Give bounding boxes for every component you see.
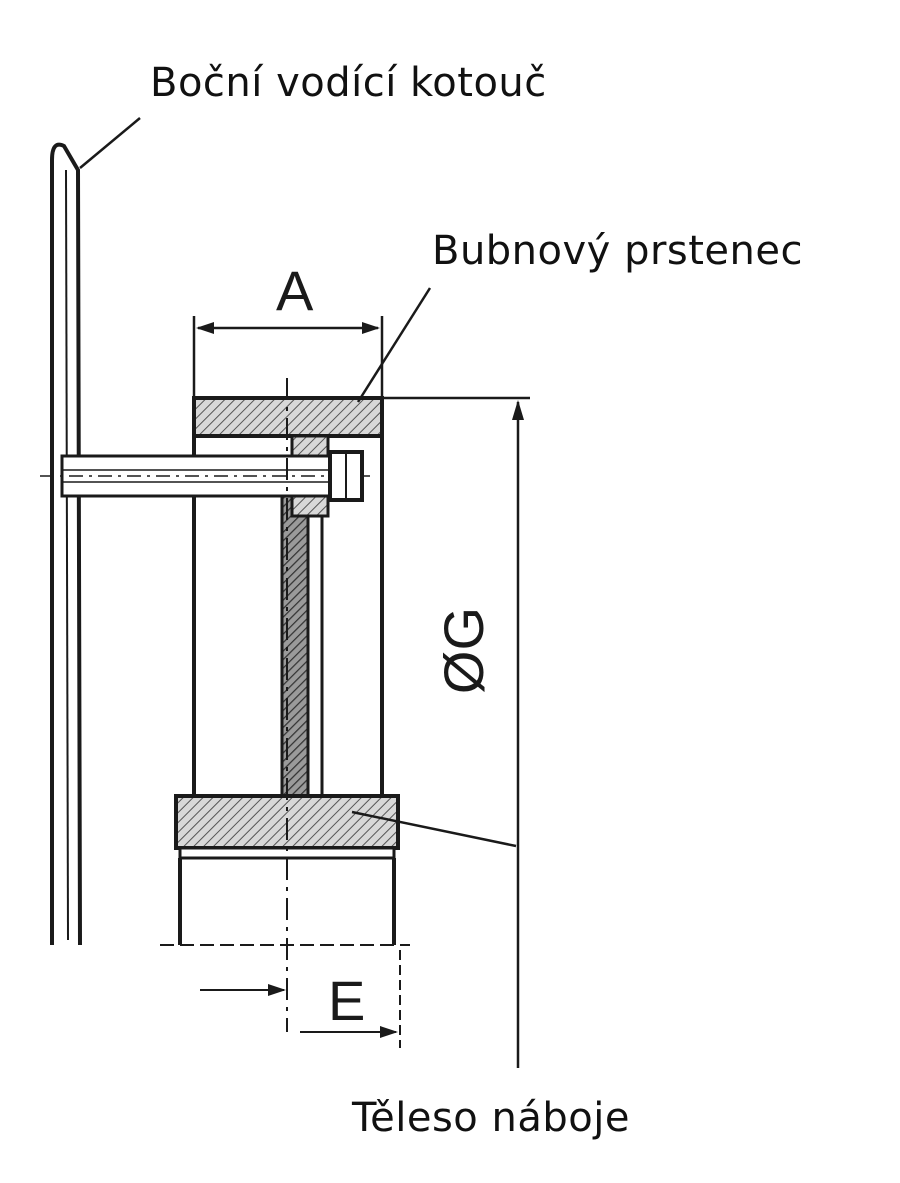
side-guide-disc	[50, 142, 82, 946]
dimension-e	[160, 944, 410, 1048]
dimension-label-e: E	[328, 969, 366, 1032]
dimension-a	[192, 316, 384, 398]
center-web	[280, 488, 310, 798]
hub-legs	[178, 858, 396, 945]
label-side-guide-disc: Boční vodící kotouč	[150, 60, 547, 106]
dimension-label-a: A	[276, 259, 314, 322]
label-hub-body: Těleso náboje	[352, 1095, 630, 1141]
leader-hub-body	[351, 810, 517, 848]
dimension-g	[382, 396, 530, 1068]
dimension-label-diameter-g: ØG	[432, 606, 496, 695]
leader-drum-ring	[356, 287, 432, 403]
bolt	[40, 450, 370, 502]
label-drum-ring: Bubnový prstenec	[432, 228, 803, 274]
leader-side-guide-disc	[79, 117, 141, 169]
